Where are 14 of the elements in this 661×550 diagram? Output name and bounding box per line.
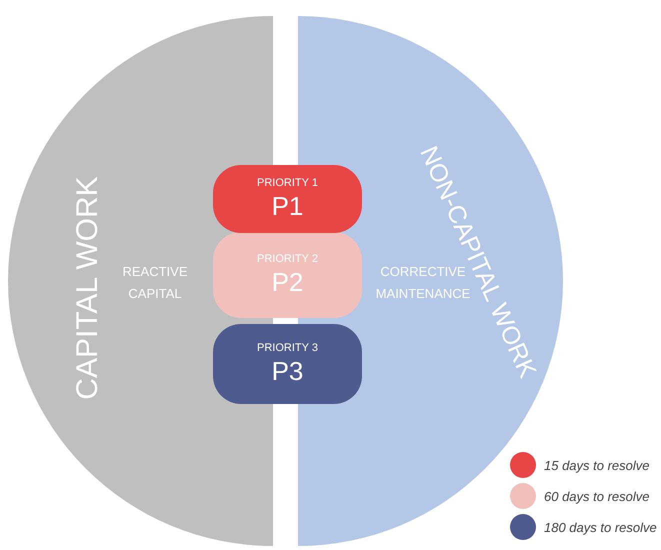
- priority-code: P3: [272, 356, 304, 386]
- priority-label: PRIORITY 1: [257, 176, 318, 188]
- priority-pill: [213, 232, 362, 318]
- legend-label: 60 days to resolve: [544, 488, 650, 504]
- priority-label: PRIORITY 3: [257, 342, 318, 354]
- segment-title: CAPITAL WORK: [71, 175, 105, 402]
- priority-label: PRIORITY 2: [257, 252, 318, 264]
- segment-subtitle: REACTIVE CAPITAL: [121, 263, 188, 303]
- priority-code: P1: [272, 190, 304, 222]
- priority-pill: [213, 324, 362, 404]
- legend-label: 15 days to resolve: [544, 458, 650, 472]
- priority-code: P2: [272, 266, 304, 298]
- priority-pill: [213, 165, 362, 233]
- legend-label: 180 days to resolve: [544, 520, 657, 534]
